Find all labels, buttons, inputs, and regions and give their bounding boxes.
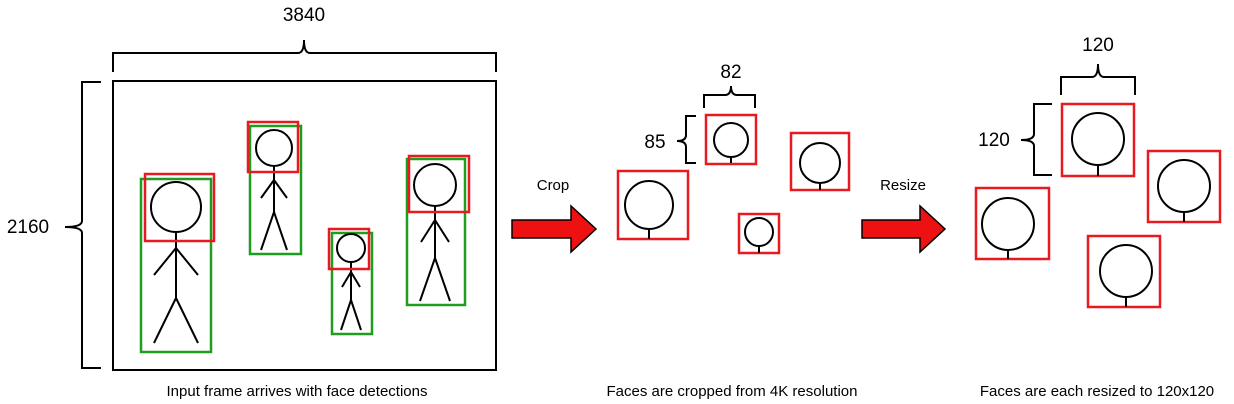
body-detection-box <box>248 124 303 256</box>
input-panel: 3840 2160 <box>7 5 497 400</box>
face-head <box>1157 159 1211 213</box>
face-detection-box <box>407 154 471 214</box>
face-head <box>1099 244 1153 298</box>
cropped-caption: Faces are cropped from 4K resolution <box>607 383 858 400</box>
face-detection-box <box>143 172 216 243</box>
input-height-bracket <box>64 81 101 369</box>
resized-face <box>1146 149 1222 224</box>
input-frame <box>112 80 497 371</box>
person-head <box>336 233 366 263</box>
body-detection-box <box>139 177 213 354</box>
cropped-face <box>616 169 690 241</box>
input-caption: Input frame arrives with face detections <box>167 383 428 400</box>
resized-face <box>1086 234 1162 309</box>
face-head <box>744 217 774 247</box>
face-head <box>981 197 1035 251</box>
arrow-right-icon <box>861 204 947 254</box>
face-head <box>624 180 674 230</box>
cropped-panel: 82 85 Faces are cropped from 4K resoluti… <box>607 62 858 400</box>
person-3 <box>327 227 374 336</box>
resized-face <box>974 186 1051 261</box>
body-detection-box <box>405 157 467 307</box>
cropped-face <box>704 113 758 166</box>
face-resized-box <box>1086 234 1162 309</box>
person-body <box>153 232 199 344</box>
person-4 <box>405 154 471 307</box>
resized-face <box>1060 102 1136 178</box>
person-body <box>340 262 362 331</box>
resize-arrow-label: Resize <box>880 177 926 194</box>
person-2 <box>246 120 303 256</box>
input-width-bracket <box>112 39 497 72</box>
resized-caption: Faces are each resized to 120x120 <box>980 383 1214 400</box>
resized-panel: 120 120 Faces are each resized to 120x12… <box>974 35 1222 400</box>
face-head <box>799 142 841 184</box>
cropped-height-bracket <box>676 115 696 164</box>
person-head <box>150 181 202 233</box>
face-head <box>713 122 749 158</box>
person-body <box>419 206 451 302</box>
face-head <box>1071 112 1125 166</box>
cropped-width-bracket <box>703 85 756 108</box>
person-head <box>255 129 293 167</box>
resized-height-label: 120 <box>978 130 1010 151</box>
body-detection-box <box>330 231 374 336</box>
face-crop-box <box>616 169 690 241</box>
face-detection-box <box>246 120 300 174</box>
crop-arrow-label: Crop <box>537 177 570 194</box>
face-resized-box <box>974 186 1051 261</box>
resized-width-bracket <box>1060 63 1136 95</box>
cropped-face <box>789 131 851 192</box>
person-head <box>413 163 457 207</box>
face-detection-box <box>327 227 371 271</box>
resized-width-label: 120 <box>1082 35 1114 56</box>
face-crop-box <box>704 113 758 166</box>
cropped-width-label: 82 <box>720 62 741 83</box>
person-body <box>260 166 288 251</box>
arrow-right-icon <box>511 204 598 254</box>
person-1 <box>139 172 216 354</box>
resize-arrow: Resize <box>861 177 947 254</box>
cropped-height-label: 85 <box>644 132 665 153</box>
cropped-face <box>737 212 781 255</box>
resized-height-bracket <box>1020 103 1052 176</box>
input-height-label: 2160 <box>7 217 49 238</box>
input-width-label: 3840 <box>283 5 325 26</box>
crop-arrow: Crop <box>511 177 598 254</box>
